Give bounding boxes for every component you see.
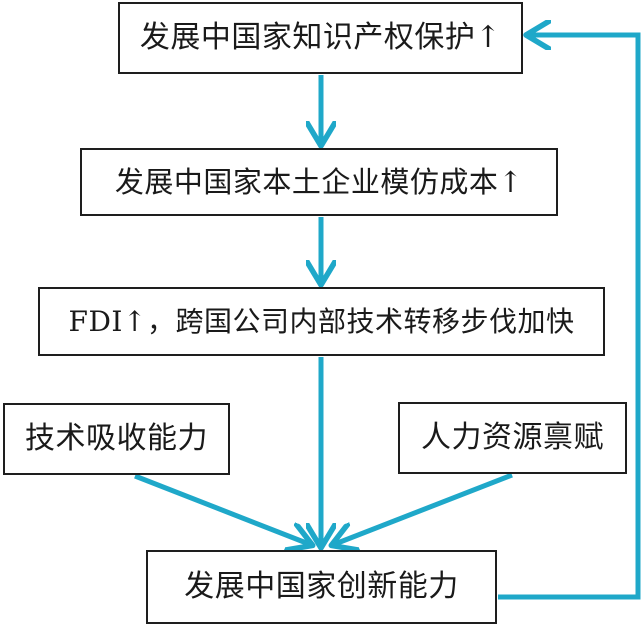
node-human-resources: 人力资源禀赋 [398, 402, 627, 474]
arrow-human-resources-to-innovation [335, 472, 513, 544]
node-ipr-protection: 发展中国家知识产权保护↑ [118, 2, 523, 74]
arrow-absorptive-to-innovation [134, 473, 309, 544]
arrow-feedback-innovation-to-ipr [498, 35, 641, 600]
node-absorptive-capacity-label: 技术吸收能力 [25, 421, 208, 456]
node-fdi-tech-transfer-label: FDI↑，跨国公司内部技术转移步伐加快 [68, 304, 575, 338]
node-absorptive-capacity: 技术吸收能力 [3, 403, 230, 475]
node-fdi-tech-transfer: FDI↑，跨国公司内部技术转移步伐加快 [38, 287, 605, 356]
node-ipr-protection-label: 发展中国家知识产权保护↑ [139, 20, 502, 55]
node-innovation-capacity: 发展中国家创新能力 [146, 550, 497, 624]
node-human-resources-label: 人力资源禀赋 [421, 420, 604, 455]
node-imitation-cost-label: 发展中国家本土企业模仿成本↑ [114, 164, 524, 199]
node-innovation-capacity-label: 发展中国家创新能力 [184, 569, 459, 604]
node-imitation-cost: 发展中国家本土企业模仿成本↑ [80, 148, 558, 216]
